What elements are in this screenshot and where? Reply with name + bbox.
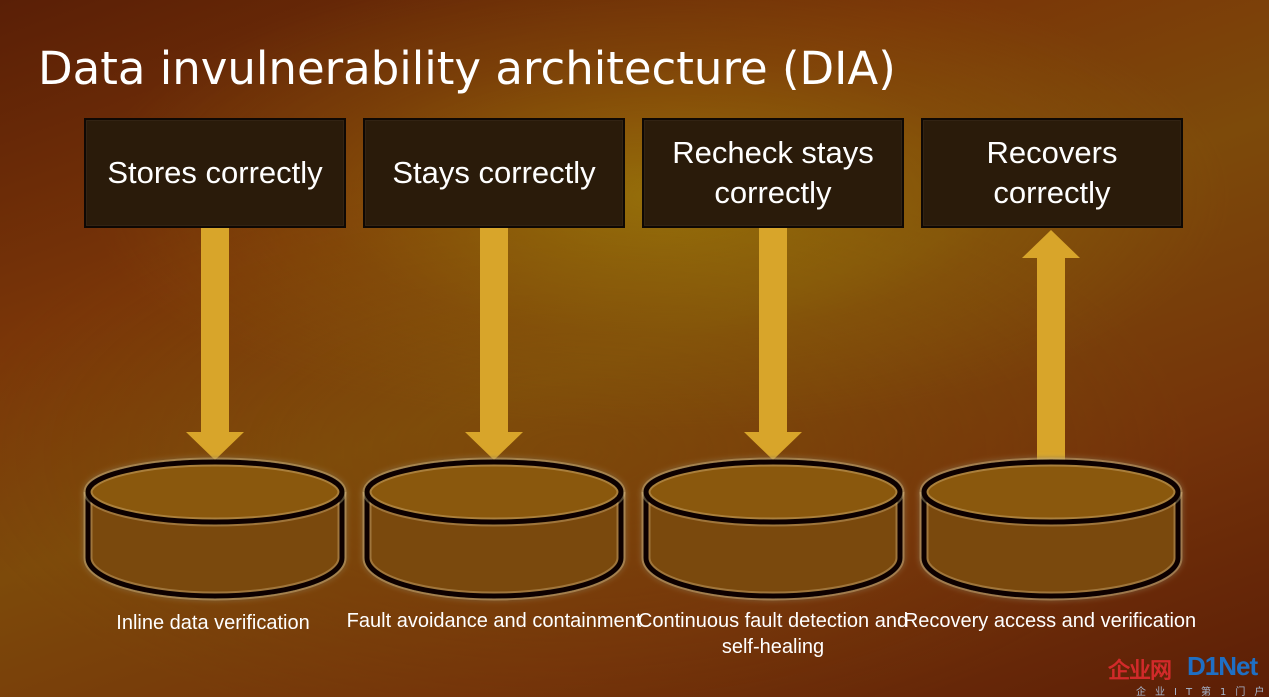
database-disk-icon	[919, 457, 1183, 601]
database-disk-icon	[641, 457, 905, 601]
pillar-heading-box: Stores correctly	[84, 118, 346, 228]
pillar-heading-box: Recovers correctly	[921, 118, 1183, 228]
pillar-heading-box: Stays correctly	[363, 118, 625, 228]
database-disk-icon	[362, 457, 626, 601]
pillar-heading: Recovers correctly	[986, 135, 1118, 210]
d1net-watermark: 企业网 D1Net 企业IT第1门户	[1108, 651, 1269, 697]
pillar-heading: Stores correctly	[107, 155, 323, 190]
pillar-heading: Recheck stays correctly	[672, 135, 874, 210]
pillar-caption: Continuous fault detection and self-heal…	[637, 610, 909, 658]
watermark-tagline: 企业IT第1门户	[1136, 687, 1269, 697]
pillar-heading-box: Recheck stays correctly	[642, 118, 904, 228]
pillar-heading: Stays correctly	[392, 155, 596, 190]
arrow-down-icon	[744, 228, 802, 460]
pillar-caption: Fault avoidance and containment	[346, 610, 642, 632]
slide-title: Data invulnerability architecture (DIA)	[38, 42, 896, 95]
pillar-caption: Inline data verification	[116, 612, 310, 634]
arrow-down-icon	[186, 228, 244, 460]
watermark-cn: 企业网	[1108, 659, 1172, 684]
database-disk-icon	[83, 457, 347, 601]
watermark-logo: D1Net	[1187, 651, 1258, 681]
pillar-caption: Recovery access and verification	[903, 610, 1197, 632]
arrow-up-icon	[1022, 230, 1080, 462]
arrow-down-icon	[465, 228, 523, 460]
